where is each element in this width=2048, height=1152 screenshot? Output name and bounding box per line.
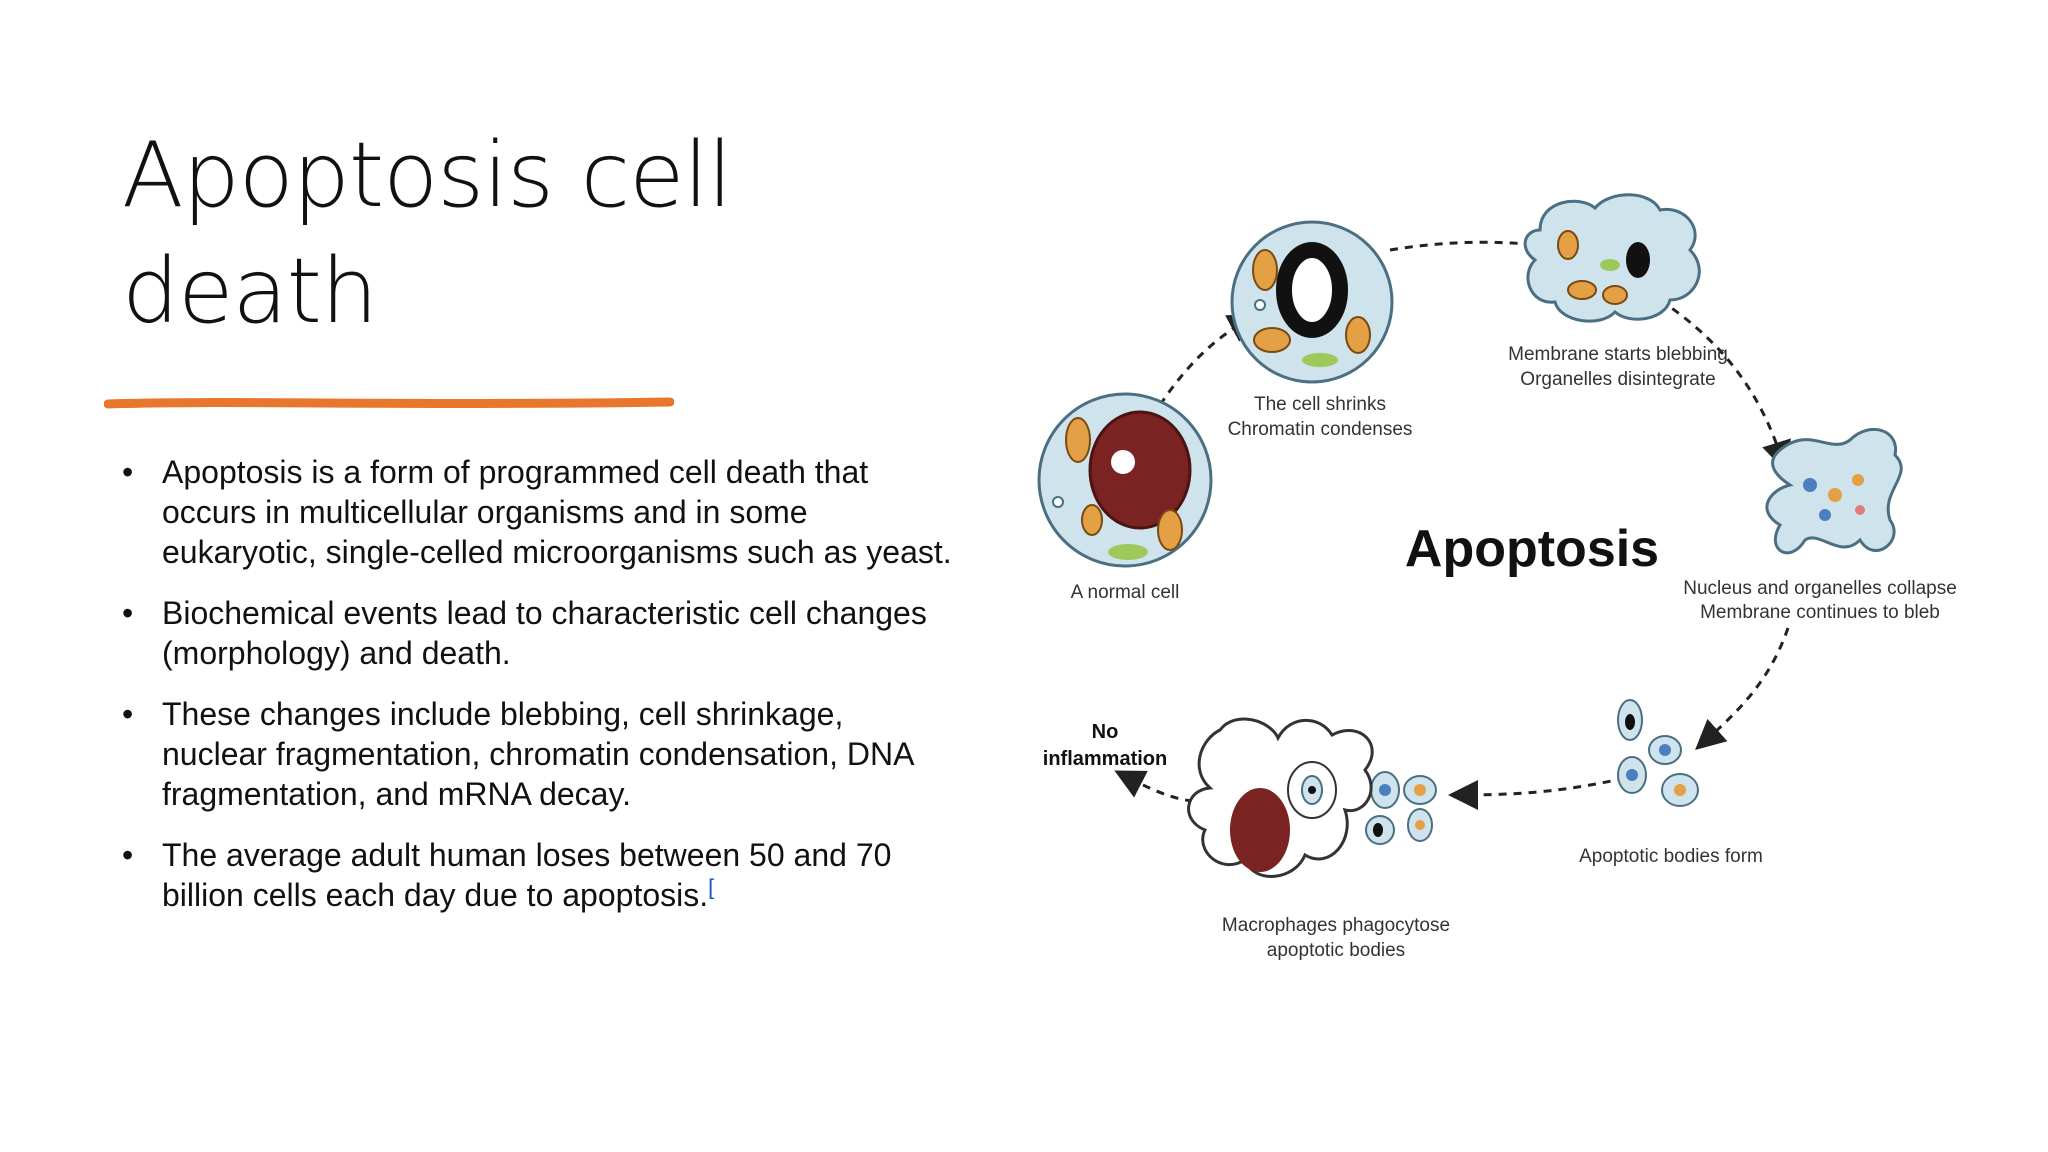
bullet-text: Biochemical events lead to characteristi… bbox=[162, 595, 927, 671]
bullet-list: • Apoptosis is a form of programmed cell… bbox=[122, 452, 952, 936]
shrinking-cell-illustration bbox=[1230, 220, 1394, 384]
bullet-item: • Biochemical events lead to characteris… bbox=[122, 593, 952, 673]
bullet-text: The average adult human loses between 50… bbox=[162, 837, 892, 913]
slide-title-line-1: Apoptosis cell bbox=[122, 123, 733, 228]
label-normal-cell: A normal cell bbox=[1071, 582, 1180, 603]
label-apoptotic-bodies: Apoptotic bodies form bbox=[1579, 846, 1763, 867]
slide-title: Apoptosis cell death bbox=[122, 118, 942, 350]
arrow-collapse-to-bodies bbox=[1695, 627, 1790, 750]
macrophage-illustration bbox=[1187, 717, 1374, 878]
bullet-text: These changes include blebbing, cell shr… bbox=[162, 696, 913, 812]
bullet-text: Apoptosis is a form of programmed cell d… bbox=[162, 454, 952, 570]
label-macrophages-phagocytose: Macrophages phagocytose bbox=[1222, 915, 1450, 936]
bullet-marker: • bbox=[122, 595, 134, 631]
bullet-item: • The average adult human loses between … bbox=[122, 835, 952, 915]
arrow-normal-to-shrink bbox=[1158, 314, 1259, 406]
slide-title-line-2: death bbox=[122, 239, 378, 344]
apoptosis-diagram: Apoptosis A normal cell The cell shrinks… bbox=[1037, 193, 1957, 961]
label-nucleus-collapse: Nucleus and organelles collapse bbox=[1683, 578, 1957, 599]
label-membrane-continues: Membrane continues to bleb bbox=[1700, 602, 1940, 623]
arrow-macrophage-to-inflammation bbox=[1114, 770, 1209, 804]
diagram-center-label: Apoptosis bbox=[1405, 520, 1659, 578]
label-inflammation: inflammation bbox=[1043, 748, 1167, 770]
label-cell-shrinks: The cell shrinks bbox=[1254, 394, 1386, 415]
bullet-marker: • bbox=[122, 454, 134, 490]
reference-link[interactable]: [ bbox=[708, 874, 715, 900]
normal-cell-illustration bbox=[1037, 392, 1213, 568]
label-no: No bbox=[1092, 721, 1119, 743]
bullet-marker: • bbox=[122, 837, 134, 873]
bullet-item: • These changes include blebbing, cell s… bbox=[122, 694, 952, 814]
apoptotic-bodies-illustration bbox=[1365, 699, 1699, 845]
label-apoptotic-bodies-2: apoptotic bodies bbox=[1267, 940, 1405, 961]
label-chromatin-condenses: Chromatin condenses bbox=[1228, 419, 1413, 440]
title-accent-underline bbox=[104, 397, 674, 409]
arrow-bodies-to-macrophage bbox=[1448, 773, 1641, 810]
bullet-marker: • bbox=[122, 696, 134, 732]
collapsing-cell-illustration bbox=[1765, 427, 1903, 555]
bullet-item: • Apoptosis is a form of programmed cell… bbox=[122, 452, 952, 572]
blebbing-cell-illustration bbox=[1523, 193, 1701, 323]
label-membrane-blebbing: Membrane starts blebbing bbox=[1508, 344, 1728, 365]
label-organelles-disintegrate: Organelles disintegrate bbox=[1520, 369, 1715, 390]
